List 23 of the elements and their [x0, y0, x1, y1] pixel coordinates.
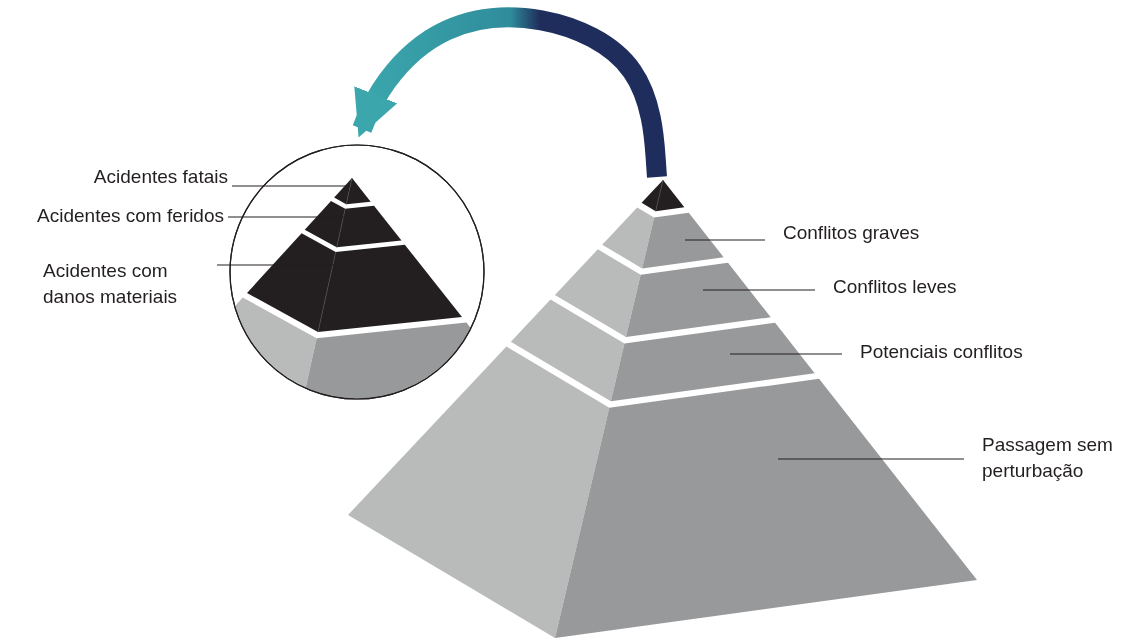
pyramid-tier	[304, 201, 402, 248]
tier-label: Potenciais conflitos	[860, 339, 1023, 365]
pyramid-tier	[334, 177, 371, 205]
pyramid-tier	[235, 297, 471, 399]
tier-label: Conflitos leves	[833, 274, 957, 300]
pyramid-tier	[641, 179, 685, 212]
leader-line	[231, 185, 351, 187]
pyramid-tier	[554, 249, 771, 338]
tier-label: Passagem sem perturbação	[982, 432, 1128, 484]
leader-line	[216, 264, 336, 266]
leader-line	[684, 239, 766, 241]
leader-line	[777, 458, 965, 460]
leader-line	[227, 216, 346, 218]
pyramid-tier	[602, 207, 724, 269]
tier-label: Acidentes com danos materiais	[43, 258, 213, 310]
tier-label: Acidentes fatais	[93, 164, 228, 190]
magnifier-circle	[229, 144, 485, 400]
leader-line	[729, 353, 843, 355]
tier-label: Acidentes com feridos	[37, 203, 224, 229]
tier-label: Conflitos graves	[783, 220, 920, 246]
leader-line	[702, 289, 816, 291]
pyramid-tier	[510, 299, 815, 402]
pyramid-tier	[247, 233, 462, 333]
